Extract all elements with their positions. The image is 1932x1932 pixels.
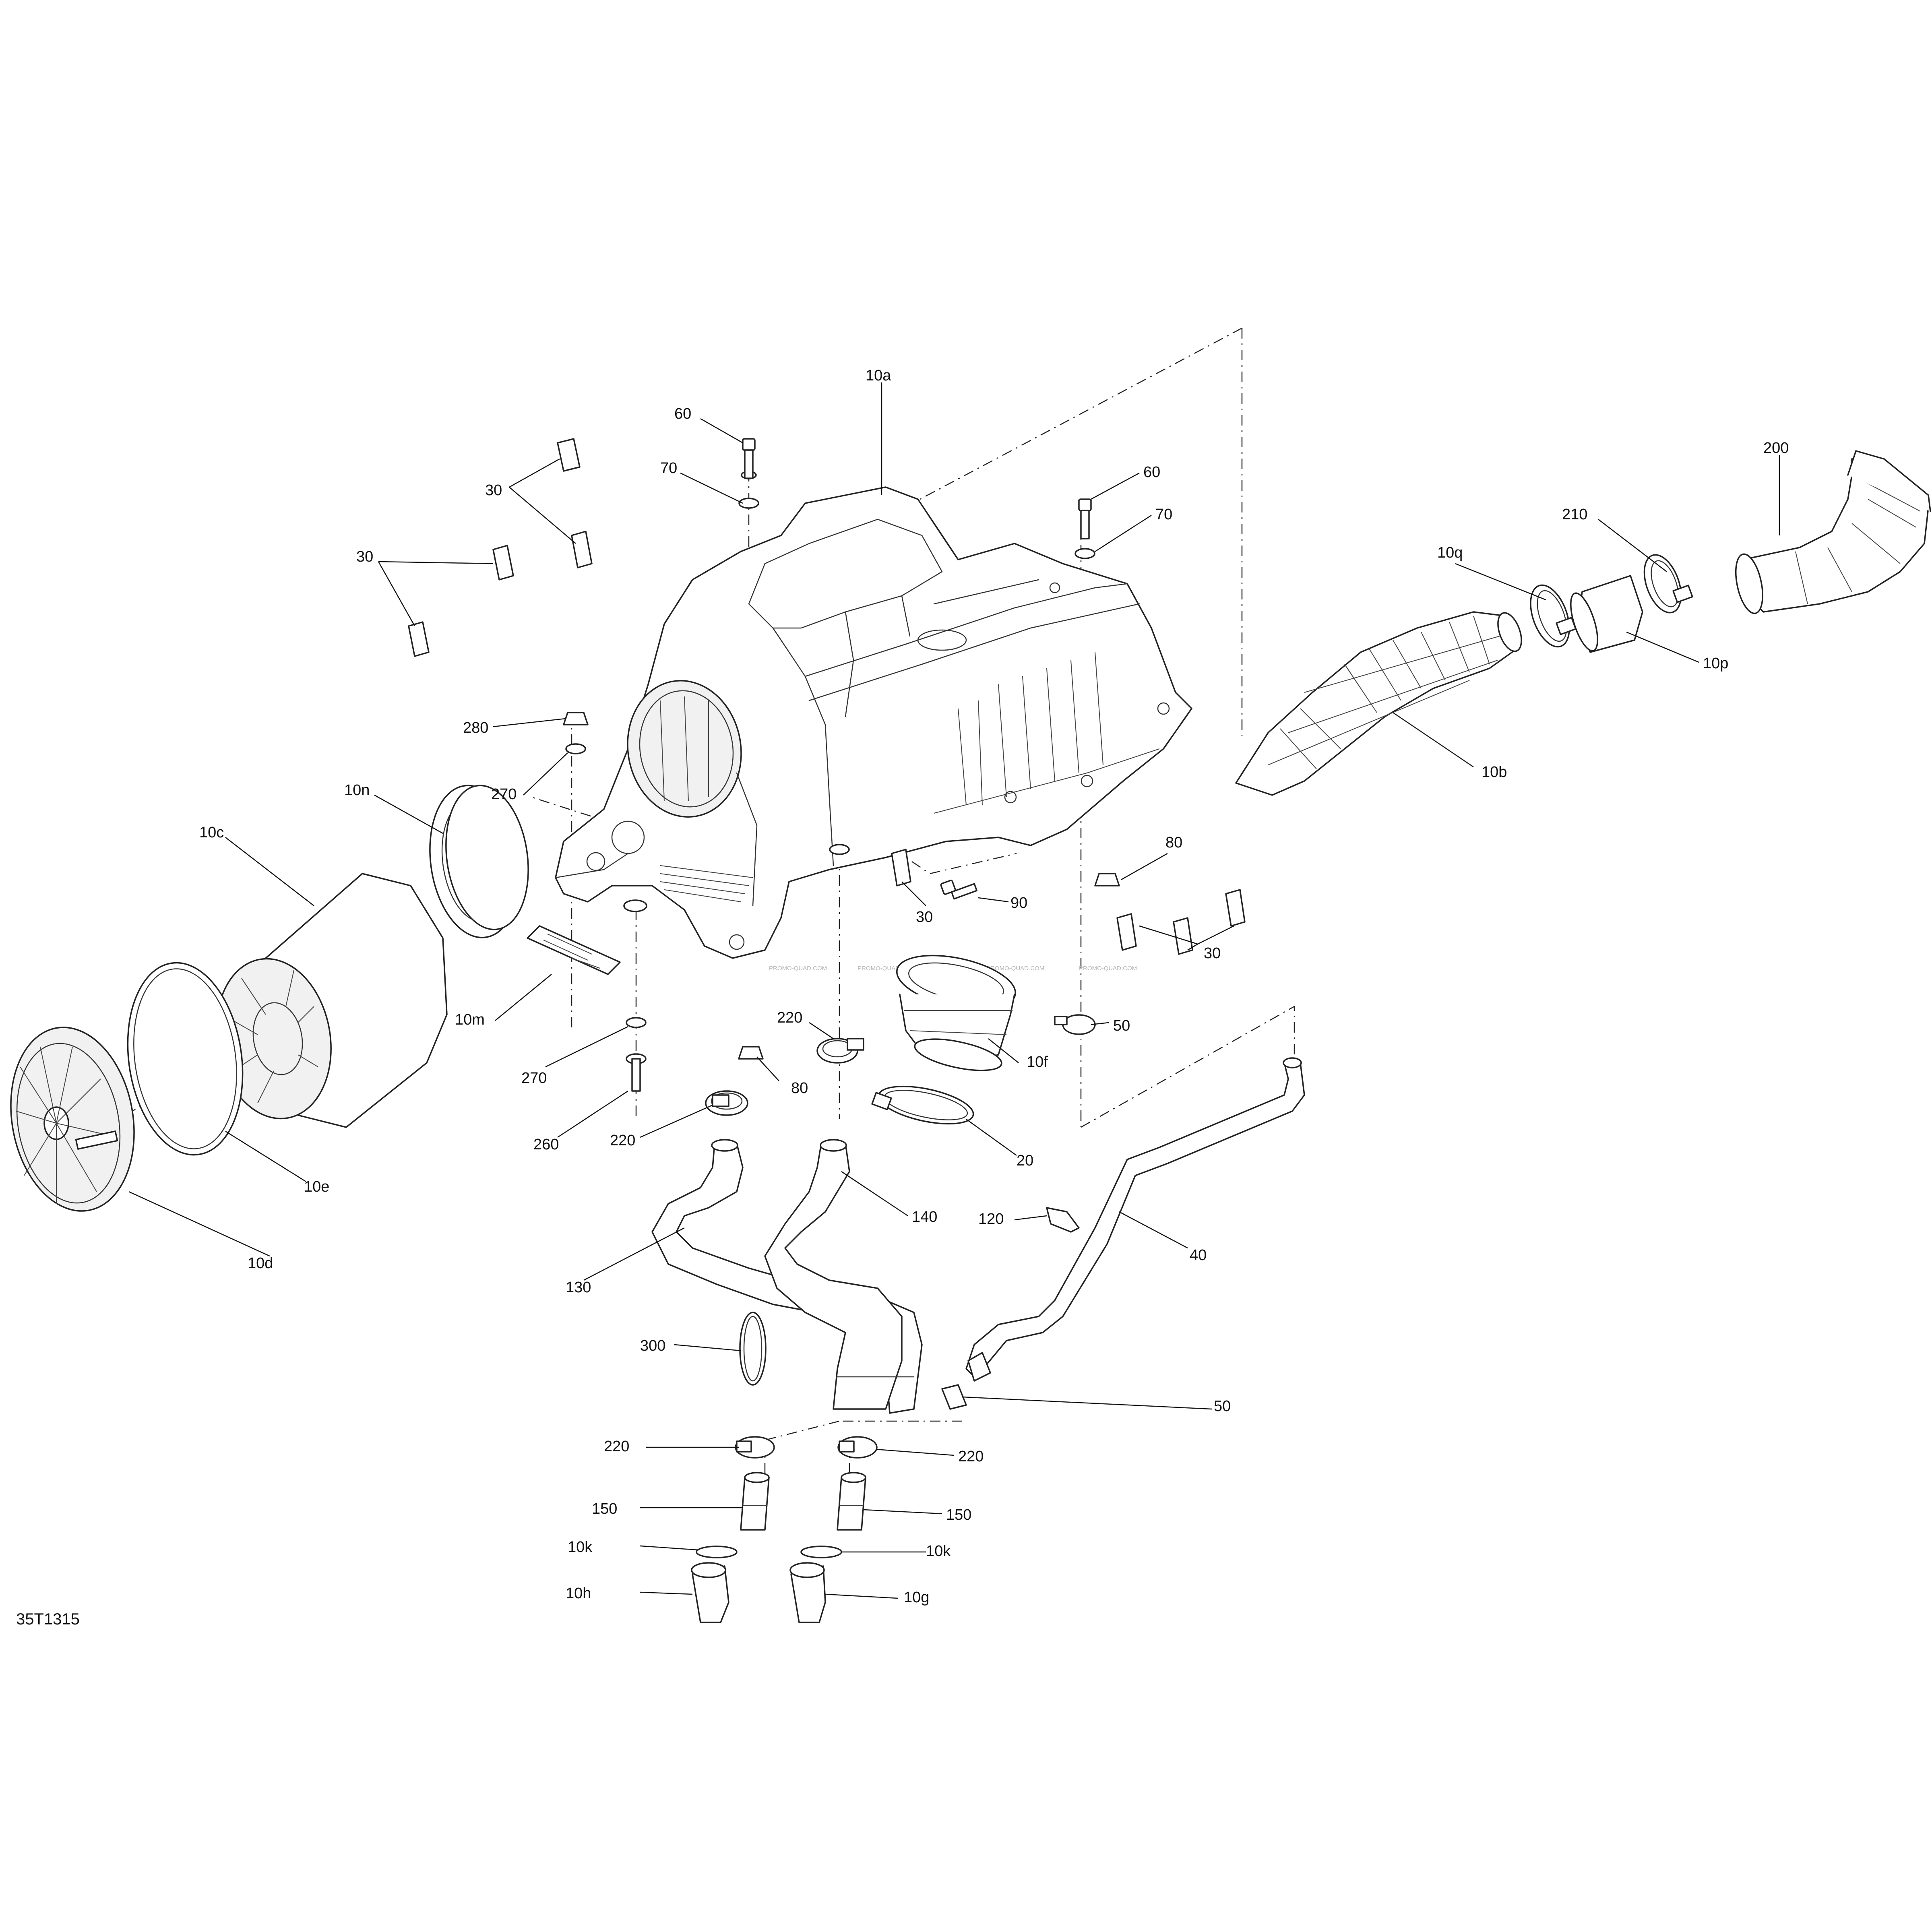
callout-10k-right: 10k [926, 1543, 951, 1560]
callout-220-left: 220 [610, 1132, 635, 1149]
callout-10a: 10a [866, 367, 891, 384]
callout-10n: 10n [344, 782, 370, 799]
callout-150-left: 150 [592, 1500, 617, 1517]
callout-10d: 10d [248, 1255, 273, 1272]
callout-270-bottom: 270 [521, 1070, 547, 1087]
callout-70-right: 70 [1155, 506, 1172, 523]
clamp-220-lowleft [735, 1436, 775, 1459]
callout-50-mid: 50 [1113, 1017, 1130, 1034]
callout-300: 300 [640, 1337, 665, 1354]
clamp-220-center [816, 1038, 864, 1064]
clip-nut-3 [492, 545, 514, 581]
callout-220-lowright: 220 [958, 1448, 984, 1465]
callout-210: 210 [1562, 506, 1587, 523]
callout-80-right: 80 [1165, 834, 1182, 851]
wire-clip-10k-left [696, 1546, 738, 1558]
leader-lines [128, 382, 1780, 1599]
callout-140: 140 [912, 1209, 937, 1225]
callout-10g: 10g [904, 1589, 929, 1606]
screw-60-right [1078, 498, 1092, 539]
callout-10q: 10q [1437, 544, 1463, 561]
callout-280: 280 [463, 719, 488, 736]
callout-120: 120 [978, 1211, 1004, 1227]
boot-clamp-20 [871, 1085, 974, 1125]
connector-150-right [837, 1472, 866, 1531]
callout-20: 20 [1017, 1152, 1033, 1169]
callout-260: 260 [533, 1136, 559, 1153]
filter-cover [10, 1027, 135, 1212]
callout-220-center: 220 [777, 1009, 802, 1026]
callout-30-right: 30 [1204, 945, 1221, 962]
callout-70-left: 70 [660, 460, 677, 477]
duct-sleeve [1570, 575, 1643, 653]
callout-10p: 10p [1703, 655, 1728, 672]
callout-10e: 10e [304, 1178, 329, 1195]
callout-50-bottom: 50 [1214, 1398, 1231, 1415]
filter-seal [429, 785, 529, 938]
callout-30-left: 30 [356, 548, 373, 565]
callout-200: 200 [1763, 440, 1789, 457]
callout-30-top: 30 [485, 482, 502, 499]
clamp-50-mid [1054, 1014, 1096, 1035]
drain-cap-10g [789, 1562, 826, 1623]
callout-10m: 10m [455, 1011, 485, 1028]
duct-clamp [1530, 584, 1577, 648]
screw-60-left [742, 438, 756, 479]
callout-10b: 10b [1482, 764, 1507, 781]
clamp-50-bottom [941, 1384, 967, 1410]
drain-cap-10h [691, 1562, 729, 1623]
watermark-1: PROMO-QUAD.COM [769, 965, 827, 972]
filter-o-ring [127, 962, 244, 1156]
callout-40: 40 [1190, 1247, 1207, 1264]
clamp-220-lowright [837, 1436, 878, 1459]
clip-nut-2 [571, 531, 593, 568]
clip-nut-5 [891, 849, 911, 886]
callout-10c: 10c [199, 824, 224, 841]
callout-30-mid: 30 [916, 909, 933, 926]
watermark-3: PROMO-QUAD.COM [986, 965, 1044, 972]
clamp-210 [1643, 554, 1693, 614]
snorkel-tube [1735, 450, 1931, 614]
figure-reference: 35T1315 [16, 1610, 80, 1628]
callout-270-top: 270 [491, 786, 517, 803]
hardware [408, 438, 1246, 1410]
intake-boot [896, 955, 1017, 1071]
callout-220-lowleft: 220 [604, 1438, 629, 1455]
callout-60-right: 60 [1143, 464, 1160, 481]
watermark-4: PROMO-QUAD.COM [1079, 965, 1137, 972]
wire-clip-10k-right [800, 1546, 842, 1558]
callout-90: 90 [1010, 895, 1027, 911]
callout-150-right: 150 [946, 1506, 971, 1523]
clamp-220-left [705, 1090, 748, 1116]
callout-10f: 10f [1027, 1054, 1048, 1070]
callout-10h: 10h [566, 1585, 591, 1602]
warning-label [527, 925, 621, 975]
clip-nut-4 [408, 621, 430, 657]
intake-duct [1235, 611, 1522, 796]
filter-element [216, 873, 448, 1128]
clip-nut-1 [557, 438, 581, 472]
lower-fittings [691, 1436, 878, 1623]
connector-150-left [740, 1472, 770, 1531]
breather-tube [965, 1057, 1305, 1382]
callout-130: 130 [566, 1279, 591, 1296]
airbox-housing: PROMO-QUAD.COM PROMO-QUAD.COM PROMO-QUAD… [555, 471, 1192, 972]
drain-hoses [651, 1139, 923, 1414]
rubber-strap [739, 1312, 767, 1386]
fitting-120 [1046, 1207, 1080, 1233]
clip-nut-8 [1225, 889, 1246, 927]
callout-labels: 10a 10b 10c 10d 10e 10f 10g 10h 10k 10k … [199, 367, 1789, 1606]
clip-nut-7 [1173, 917, 1193, 955]
clip-nut-6 [1116, 913, 1137, 951]
callout-60-left: 60 [674, 405, 691, 422]
callout-10k-left: 10k [568, 1539, 593, 1556]
screw-90 [940, 880, 978, 900]
callout-80-left: 80 [791, 1080, 808, 1097]
